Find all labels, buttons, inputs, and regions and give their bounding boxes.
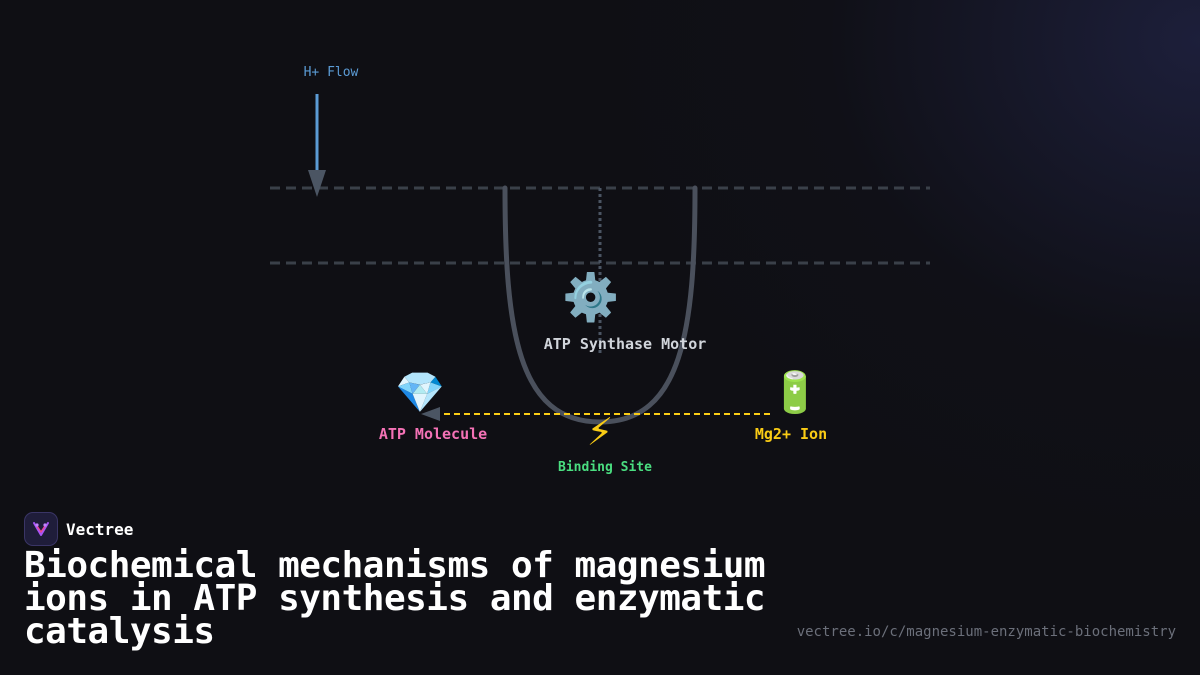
gem-icon: 💎 bbox=[395, 370, 445, 416]
binding-site-label: Binding Site bbox=[558, 460, 652, 475]
vectree-logo-icon bbox=[24, 512, 58, 546]
brand-name: Vectree bbox=[66, 519, 134, 539]
synthase-u-curve bbox=[502, 185, 698, 425]
mg-to-atp-arrow-head bbox=[421, 407, 440, 421]
lightning-icon: ⚡ bbox=[587, 410, 614, 454]
gear-icon: ⚙️ bbox=[562, 270, 619, 324]
mg-ion-label: Mg2+ Ion bbox=[755, 425, 827, 443]
atp-molecule-label: ATP Molecule bbox=[379, 425, 487, 443]
page-title: Biochemical mechanisms of magnesium ions… bbox=[24, 545, 766, 652]
battery-icon: 🔋 bbox=[770, 369, 820, 416]
motor-label: ATP Synthase Motor bbox=[544, 335, 707, 353]
brand: Vectree bbox=[24, 512, 133, 546]
h-flow-label: H+ Flow bbox=[304, 65, 359, 80]
h-flow-arrow-head bbox=[308, 170, 326, 197]
page-url[interactable]: vectree.io/c/magnesium-enzymatic-biochem… bbox=[796, 624, 1176, 640]
